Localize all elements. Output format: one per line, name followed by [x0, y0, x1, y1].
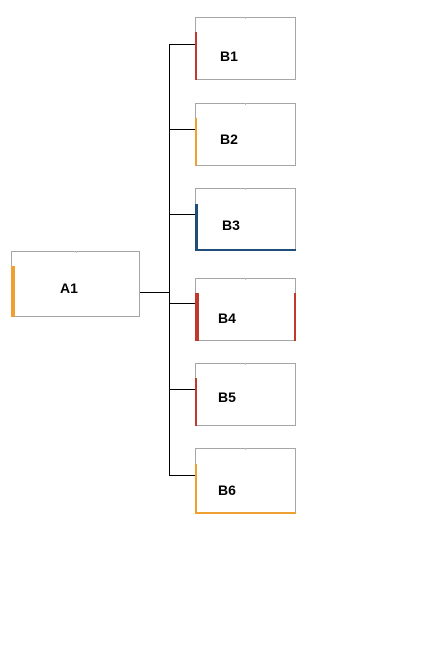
node-b1-label: B1	[220, 48, 238, 64]
node-b5-accent-left	[195, 378, 197, 426]
node-b3-accent-left	[195, 204, 198, 251]
node-b2[interactable]: B2	[195, 103, 296, 166]
node-b6-tick	[245, 448, 246, 450]
node-b4-label: B4	[218, 310, 236, 326]
node-b1[interactable]: B1	[195, 17, 296, 80]
node-b2-accent-left	[195, 118, 197, 166]
node-a1-accent-left	[11, 266, 15, 317]
node-b3-label: B3	[222, 217, 240, 233]
connector-b5	[169, 389, 196, 390]
connector-b1	[169, 44, 196, 45]
node-a1-tick	[76, 251, 77, 253]
node-b3-tick	[245, 188, 246, 190]
node-b1-tick	[245, 17, 246, 19]
node-b2-tick	[245, 103, 246, 105]
connector-b4	[169, 303, 196, 304]
node-b6-accent-bottom	[196, 512, 296, 514]
connector-a1-to-trunk	[139, 292, 170, 293]
node-b5-tick	[245, 363, 246, 365]
node-b4-tick	[245, 278, 246, 280]
node-b5[interactable]: B5	[195, 363, 296, 426]
node-b4-accent-right	[294, 293, 296, 341]
node-b6-accent-left	[195, 464, 197, 514]
node-b2-label: B2	[220, 131, 238, 147]
node-a1[interactable]: A1	[11, 251, 140, 317]
node-b6-label: B6	[218, 482, 236, 498]
connector-b2	[169, 129, 196, 130]
node-b4[interactable]: B4	[195, 278, 296, 341]
node-b5-label: B5	[218, 389, 236, 405]
connector-b6	[169, 475, 196, 476]
node-a1-label: A1	[60, 280, 78, 296]
node-b3-accent-bottom	[196, 249, 296, 251]
connector-b3	[169, 214, 196, 215]
node-b1-accent-left	[195, 32, 197, 80]
node-b4-accent-left	[195, 293, 199, 341]
connector-vertical-trunk	[169, 44, 170, 476]
node-b6[interactable]: B6	[195, 448, 296, 514]
node-b3[interactable]: B3	[195, 188, 296, 251]
